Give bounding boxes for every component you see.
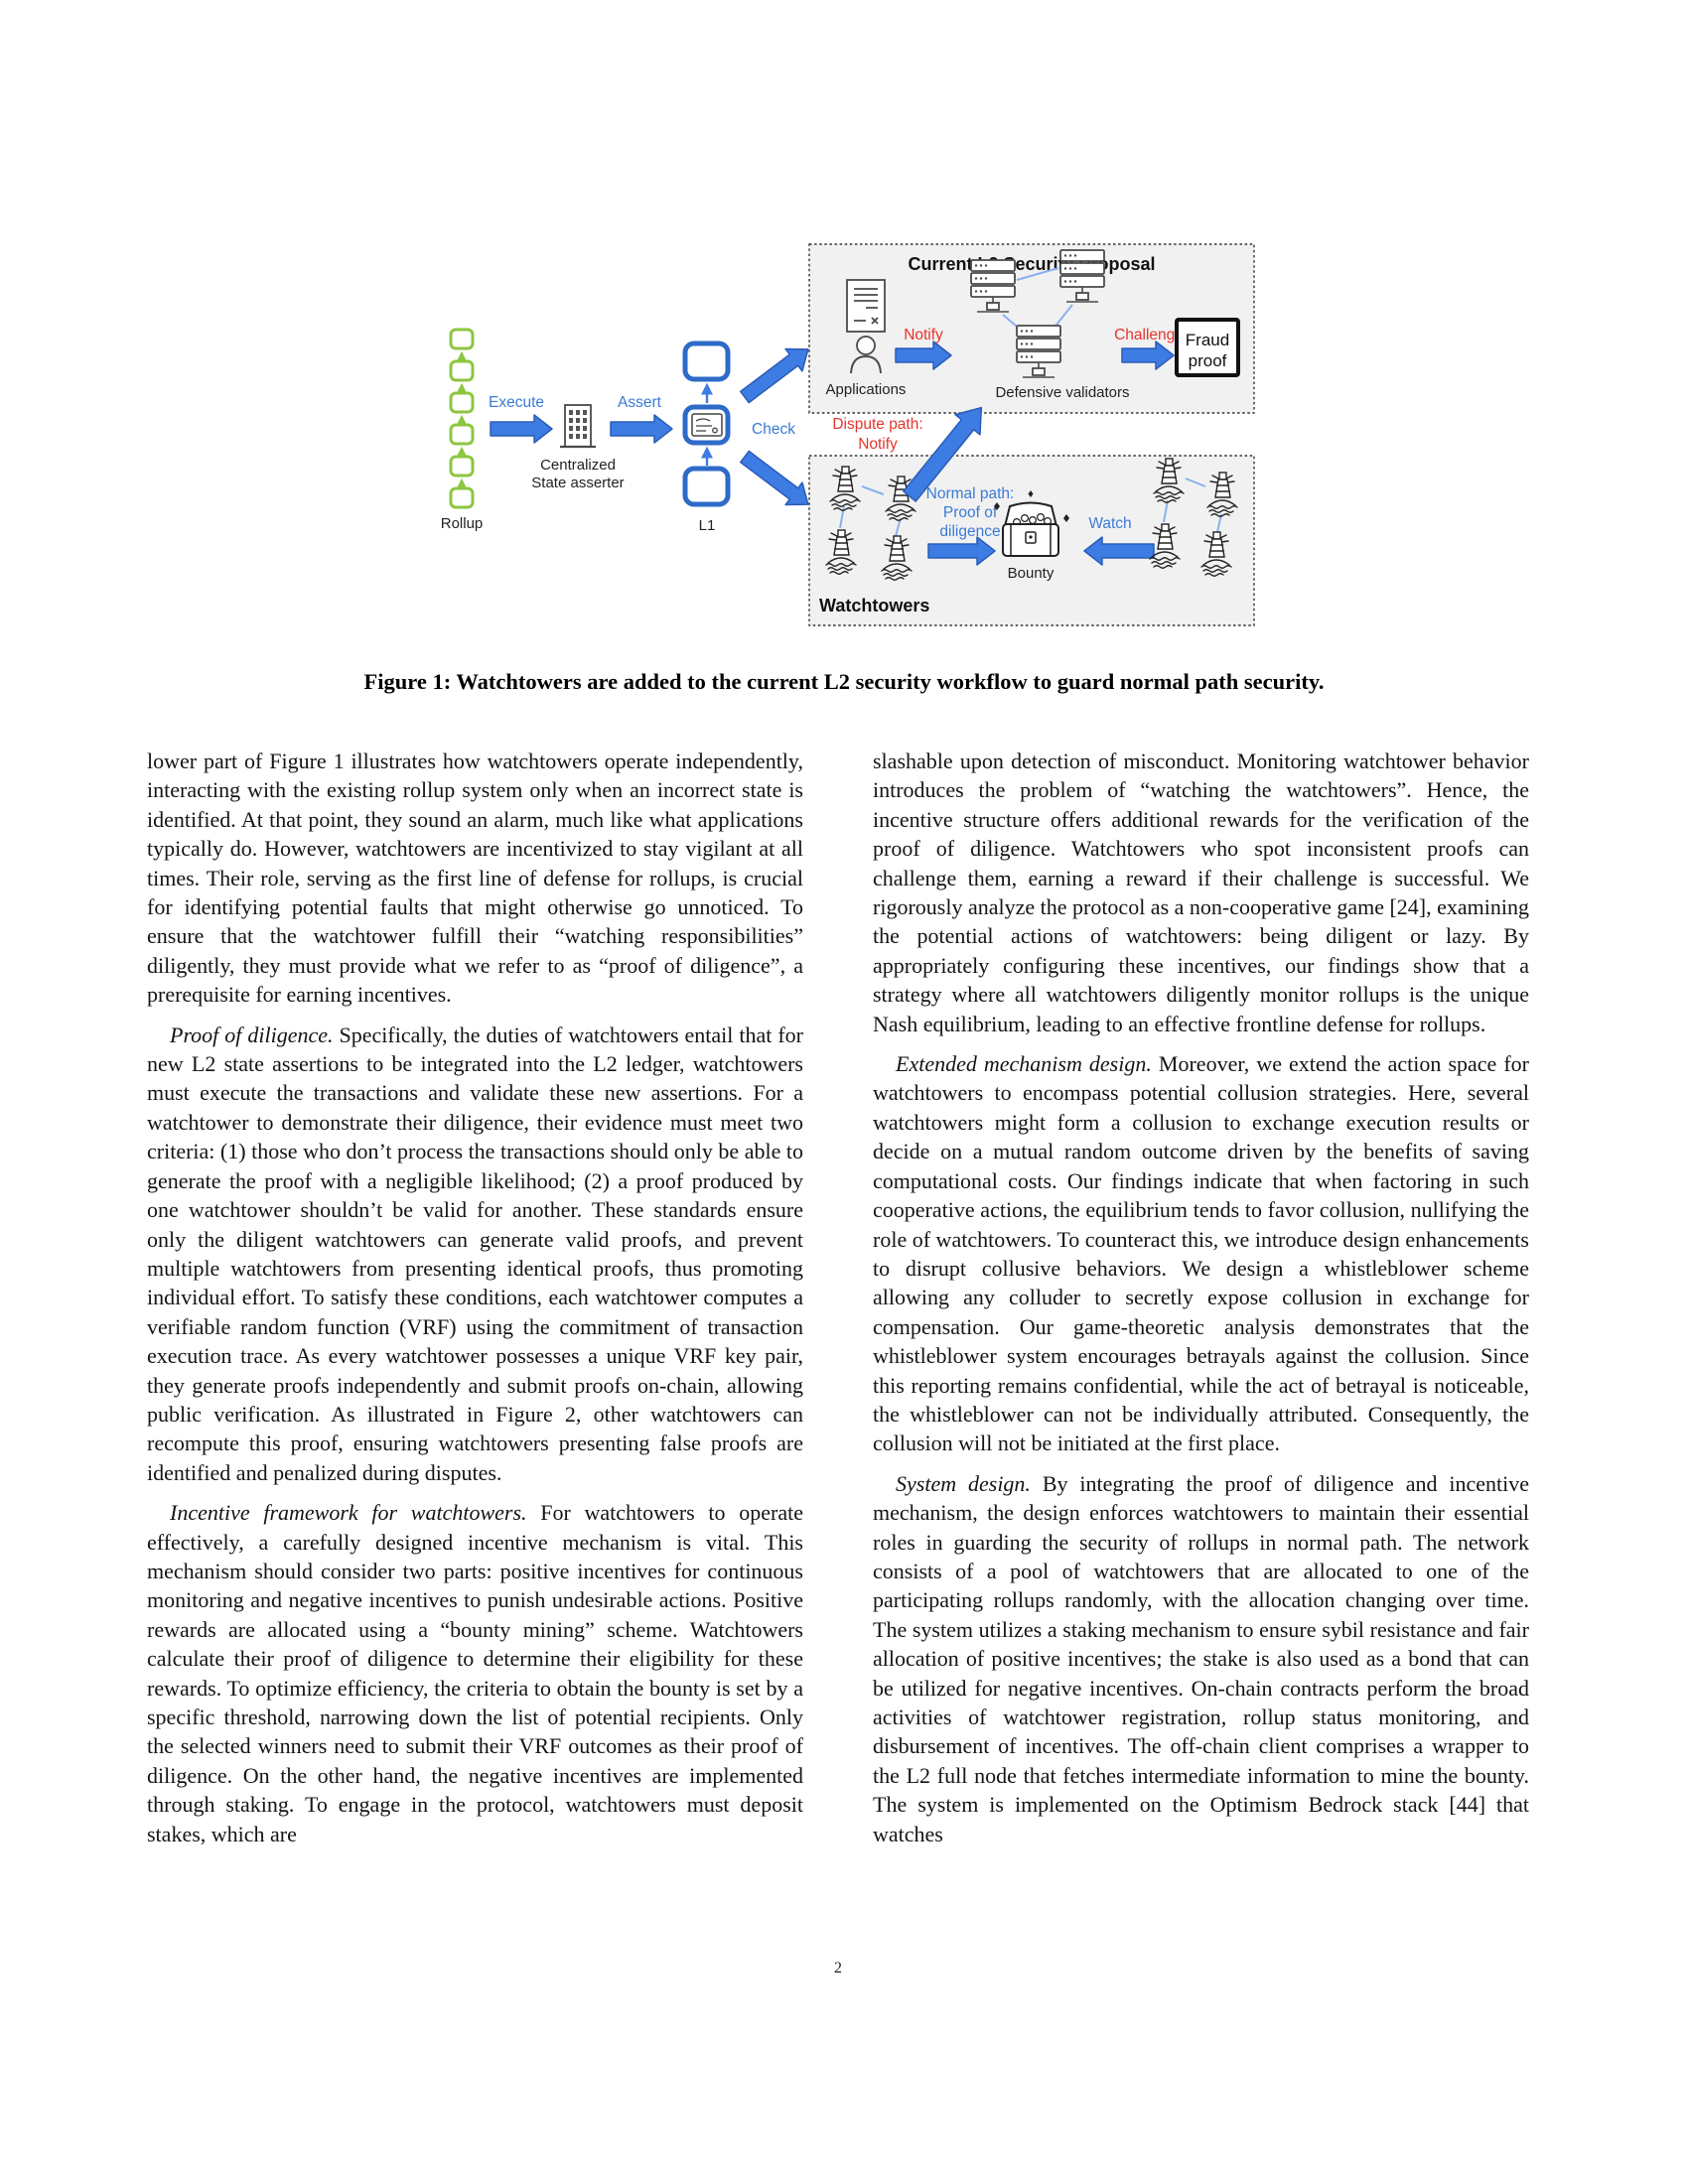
- column-left: lower part of Figure 1 illustrates how w…: [147, 747, 803, 1848]
- figure-caption: Figure 1: Watchtowers are added to the c…: [363, 669, 1325, 694]
- check-arrow-up: [740, 347, 809, 404]
- paragraph: System design. By integrating the proof …: [873, 1470, 1529, 1846]
- watchtowers-label: Watchtowers: [819, 596, 929, 615]
- paragraph: lower part of Figure 1 illustrates how w…: [147, 749, 803, 1008]
- check-label: Check: [752, 421, 795, 438]
- execute-label: Execute: [489, 394, 544, 411]
- notify-label: Notify: [904, 327, 943, 343]
- fraud-proof-box: Fraud proof: [1175, 318, 1240, 377]
- document-icon: [846, 279, 886, 333]
- figure-1-svg: Current L2 Security Proposal Application…: [441, 243, 1255, 626]
- current-l2-security-proposal-box: Current L2 Security Proposal Application…: [808, 243, 1255, 414]
- state-asserter-icon: [560, 404, 596, 449]
- watch-arrow: [1083, 536, 1155, 566]
- applications-label: Applications: [826, 381, 907, 398]
- paragraph: Incentive framework for watchtowers. For…: [147, 1500, 803, 1846]
- certificate-icon: [691, 413, 723, 437]
- bounty-label: Bounty: [1008, 565, 1055, 582]
- proof-of-diligence-arrow: [927, 536, 996, 566]
- rollup-label: Rollup: [441, 515, 484, 532]
- l1-chain: L1: [682, 341, 731, 534]
- fraud-proof-label-line1: Fraud: [1186, 331, 1229, 349]
- watchtower-cluster-right: [1149, 458, 1238, 577]
- paragraph: Proof of diligence. Specifically, the du…: [147, 1022, 803, 1485]
- watch-label: Watch: [1088, 515, 1131, 532]
- normal-path-label-line3: diligence: [939, 523, 1000, 540]
- bounty-chest-icon: [994, 490, 1069, 557]
- normal-path-label-line1: Normal path:: [926, 485, 1015, 502]
- paragraph-lead: Extended mechanism design.: [896, 1051, 1159, 1077]
- body-text: lower part of Figure 1 illustrates how w…: [147, 747, 1529, 1848]
- state-asserter-label-line1: Centralized: [540, 457, 616, 474]
- person-icon: [850, 336, 882, 374]
- normal-path-label-line2: Proof of: [943, 504, 998, 521]
- defensive-validators-label: Defensive validators: [995, 384, 1129, 401]
- paragraph: slashable upon detection of misconduct. …: [873, 749, 1529, 1036]
- notify-arrow: [895, 341, 952, 370]
- paragraph: Extended mechanism design. Moreover, we …: [873, 1051, 1530, 1456]
- check-arrow-down: [740, 450, 809, 506]
- challenge-label: Challenge: [1114, 327, 1184, 343]
- paragraph-lead: System design.: [896, 1470, 1043, 1496]
- fraud-proof-label-line2: proof: [1189, 351, 1227, 370]
- watchtowers-box: Normal path: Proof of diligence: [808, 455, 1255, 626]
- dispute-path-label-line1: Dispute path:: [832, 416, 922, 433]
- assert-label: Assert: [618, 394, 662, 411]
- assert-arrow: [610, 414, 673, 444]
- paragraph-lead: Incentive framework for watchtowers.: [170, 1500, 541, 1526]
- paragraph-lead: Proof of diligence.: [170, 1022, 340, 1047]
- page-number: 2: [834, 1960, 842, 1977]
- dispute-path-label-line2: Notify: [858, 436, 898, 453]
- state-asserter-label-line2: State asserter: [531, 475, 624, 491]
- figure-1: Current L2 Security Proposal Application…: [278, 159, 1261, 645]
- upper-box-title: Current L2 Security Proposal: [908, 254, 1155, 274]
- l1-label: L1: [699, 517, 716, 534]
- dispute-notify-arrow: [903, 406, 983, 502]
- column-right: slashable upon detection of misconduct. …: [873, 747, 1529, 1848]
- watchtower-cluster-left: [825, 466, 916, 581]
- execute-arrow: [490, 414, 553, 444]
- rollup-chain: Rollup: [441, 328, 484, 532]
- challenge-arrow: [1121, 341, 1175, 370]
- defensive-validators-icons: [970, 249, 1105, 378]
